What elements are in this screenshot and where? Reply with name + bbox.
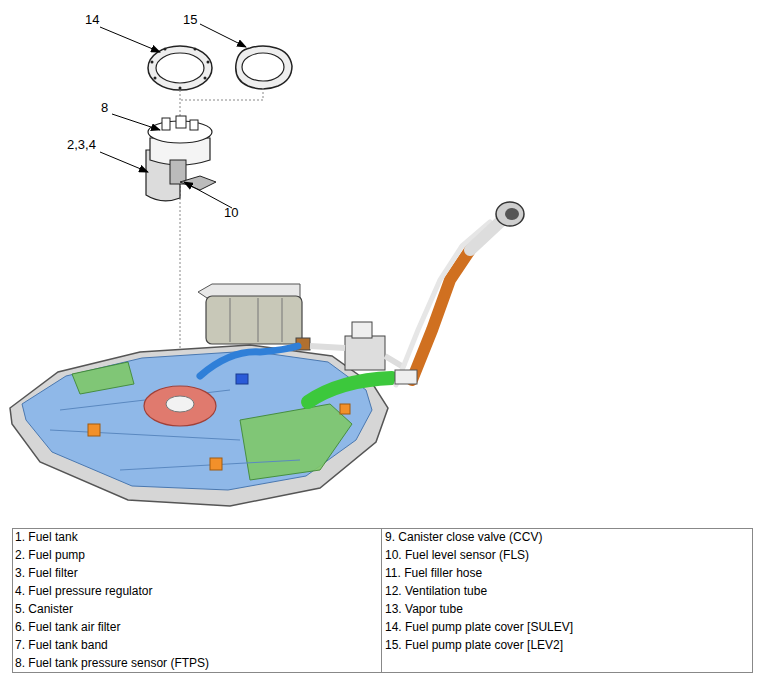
plate-cover-sulev — [148, 46, 212, 90]
table-cell: 15. Fuel pump plate cover [LEV2] — [385, 638, 749, 652]
table-cell: 7. Fuel tank band — [15, 638, 377, 652]
table-cell: 1. Fuel tank — [15, 530, 377, 544]
table-cell: 5. Canister — [15, 602, 377, 616]
fuel-tank — [10, 345, 388, 506]
callout-number: 15 — [183, 13, 213, 27]
table-cell: 11. Fuel filler hose — [385, 566, 749, 580]
table-cell: 12. Ventilation tube — [385, 584, 749, 598]
callout-number: 14 — [85, 13, 115, 27]
table-cell: 4. Fuel pressure regulator — [15, 584, 377, 598]
table-cell: 14. Fuel pump plate cover [SULEV] — [385, 620, 749, 634]
canister — [198, 284, 310, 350]
legend-table-frame — [13, 528, 753, 673]
table-cell: 3. Fuel filter — [15, 566, 377, 580]
table-cell: 8. Fuel tank pressure sensor (FTPS) — [15, 656, 377, 670]
callout-number: 2,3,4 — [67, 138, 117, 152]
callout-number: 10 — [224, 206, 254, 220]
fuel-filler-hose — [412, 250, 470, 380]
table-cell: 6. Fuel tank air filter — [15, 620, 377, 634]
table-cell: 13. Vapor tube — [385, 602, 749, 616]
table-cell: 9. Canister close valve (CCV) — [385, 530, 749, 544]
fuel-filler-hose-green — [308, 378, 392, 402]
canister-close-valve — [345, 322, 385, 370]
vapor-tube — [200, 346, 298, 376]
table-cell: 10. Fuel level sensor (FLS) — [385, 548, 749, 562]
plate-cover-lev2 — [236, 46, 292, 89]
table-cell: 2. Fuel pump — [15, 548, 377, 562]
callout-number: 8 — [101, 101, 121, 115]
